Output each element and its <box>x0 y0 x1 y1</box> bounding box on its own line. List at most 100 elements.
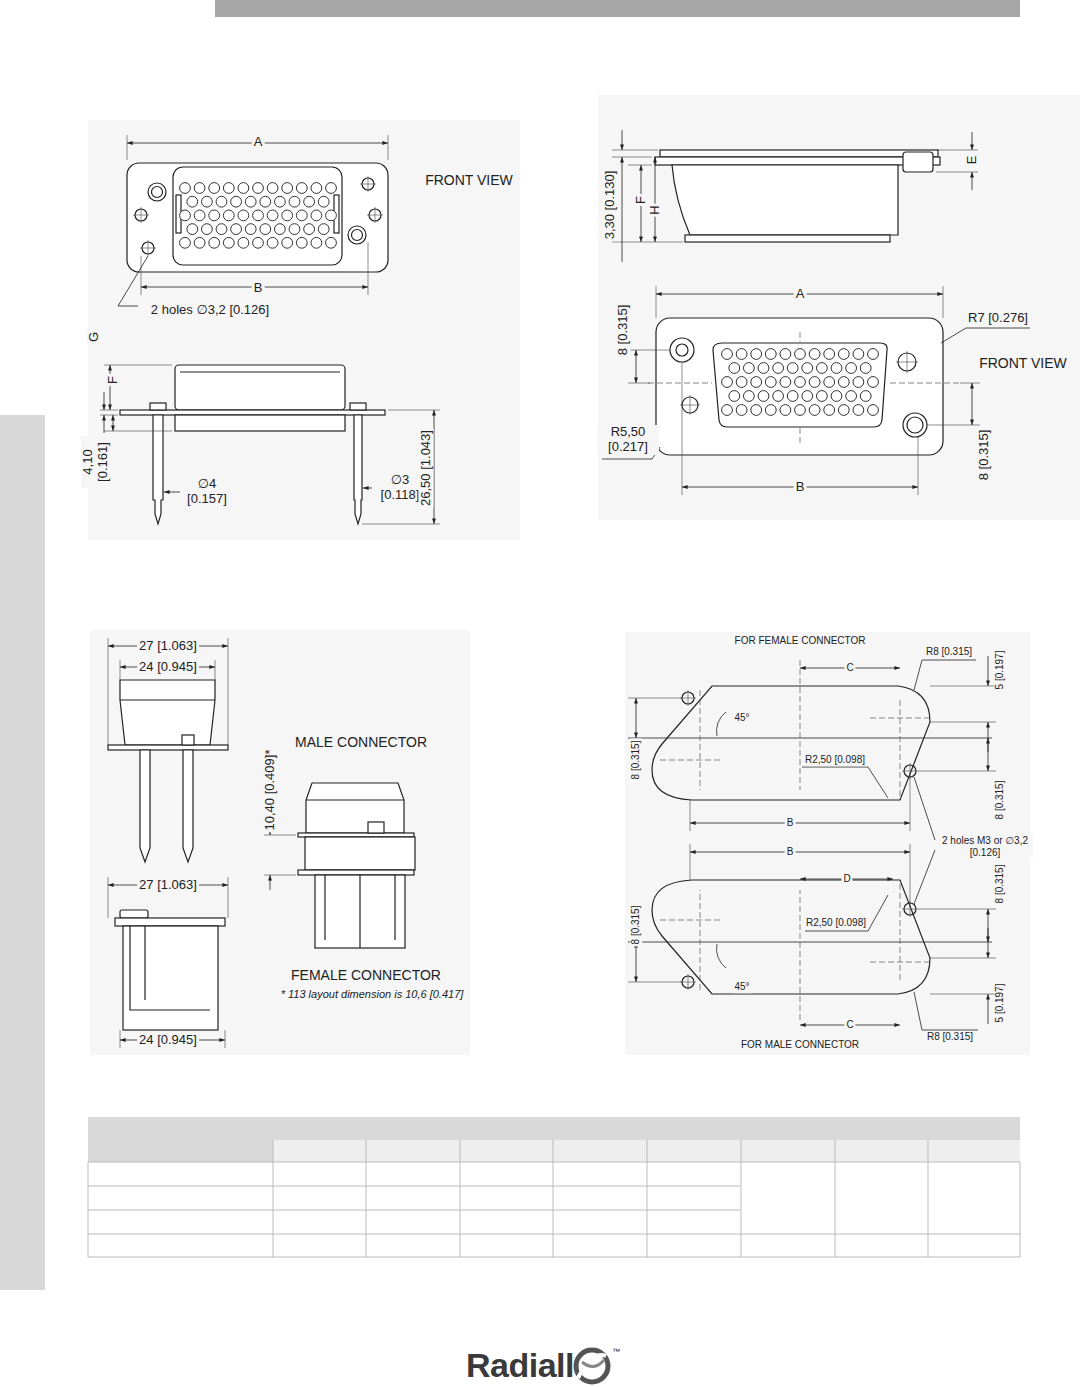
radius-callout: R8 [0.315] <box>925 1031 975 1043</box>
hole-callout: 2 holes M3 or ∅3,2 [0.126] <box>937 835 1033 858</box>
dimension-value: 8 [0.315] <box>616 303 631 358</box>
female-connector-side <box>123 926 218 1030</box>
dimension-line <box>113 415 114 431</box>
female-connector-side <box>115 910 225 1030</box>
view-title: FOR FEMALE CONNECTOR <box>733 635 868 647</box>
connector-front-view <box>680 395 700 415</box>
logo-mark <box>578 1355 606 1378</box>
mated-connector-view <box>368 822 384 833</box>
logo-mark <box>582 1360 604 1367</box>
connector-side-view <box>153 415 163 524</box>
dimension-line <box>918 909 996 910</box>
mated-connector-view <box>298 870 414 875</box>
dimension-value: 10,40 [0.409]* <box>263 748 278 833</box>
hole-callout: 2 holes ∅3,2 [0.126] <box>149 303 271 318</box>
dimension-value: 8 [0.315] <box>994 779 1006 822</box>
dimension-letter: F <box>634 194 649 206</box>
view-title: FRONT VIEW <box>977 355 1069 371</box>
dimension-line <box>988 994 989 1024</box>
figure-ground <box>88 120 520 540</box>
dimension-line <box>927 383 980 425</box>
connector-front-view <box>348 226 366 244</box>
dimension-line <box>930 958 996 994</box>
connector-front-view <box>187 224 329 235</box>
dimension-line <box>682 362 918 495</box>
connector-side-view <box>175 365 345 410</box>
connector-front-view <box>148 183 166 201</box>
dimension-line <box>656 286 943 318</box>
dimension-line <box>636 698 637 738</box>
connector-front-view <box>180 210 337 221</box>
connector-side-view <box>672 165 898 235</box>
dimension-letter: C <box>844 662 855 674</box>
dimension-line <box>988 656 989 686</box>
connector-front-view <box>180 237 337 248</box>
connector-front-view <box>896 351 918 373</box>
connector-front-view <box>648 332 960 444</box>
dimension-value: 3,30 [0.130] <box>603 169 618 242</box>
connector-front-view <box>903 413 927 437</box>
dimension-line <box>104 415 105 433</box>
angle-callout: 45° <box>732 981 751 993</box>
dimension-value: ∅4 [0.157] <box>180 477 234 507</box>
radius-callout: R5,50 [0.217] <box>597 425 659 455</box>
radius-callout: R7 [0.276] <box>966 311 1030 326</box>
male-connector-side <box>140 750 150 862</box>
dimension-letter: A <box>794 287 807 302</box>
male-connector-side <box>183 750 193 862</box>
dimension-value: 24 [0.945] <box>137 1033 199 1048</box>
dimension-line <box>622 157 623 262</box>
dimension-letter: F <box>106 374 121 386</box>
connector-front-view <box>670 338 694 362</box>
radius-callout: R2,50 [0.098] <box>803 754 867 766</box>
panel-cutout <box>628 738 992 739</box>
panel-cutout <box>652 880 930 994</box>
connector-front-view <box>729 391 871 402</box>
view-title: FOR MALE CONNECTOR <box>739 1039 861 1051</box>
dimension-line <box>100 365 172 431</box>
dimension-value: 26,50 [1.043] <box>419 428 434 508</box>
mated-connector-view <box>305 837 415 870</box>
dimension-line <box>690 844 910 903</box>
dimension-value: 8 [0.315] <box>630 904 642 947</box>
mated-connector-view <box>306 783 404 833</box>
dimension-line <box>972 132 973 150</box>
dimension-value: 5 [0.197] <box>994 649 1006 692</box>
male-connector-side <box>120 680 215 745</box>
logo-mark <box>576 1350 608 1382</box>
dimension-line <box>104 392 105 410</box>
dimension-letter: C <box>844 1019 855 1031</box>
dimension-letter: A <box>252 135 265 150</box>
panel-cutout <box>716 944 726 968</box>
dimension-line <box>930 686 996 722</box>
connector-front-view <box>152 187 163 198</box>
dimension-value: 8 [0.315] <box>630 739 642 782</box>
dimension-line <box>972 383 973 425</box>
dimension-value: 27 [1.063] <box>137 639 199 654</box>
connector-front-view <box>352 230 363 241</box>
dimension-line <box>118 135 388 306</box>
dimension-line <box>914 660 976 690</box>
panel-cutout <box>680 974 696 990</box>
connector-front-view <box>360 176 376 192</box>
dimension-letter: H <box>648 203 663 216</box>
dimension-line <box>110 365 111 410</box>
dimension-value: 8 [0.315] <box>977 428 992 483</box>
dimension-value: 27 [1.063] <box>137 878 199 893</box>
connector-side-view <box>120 410 385 415</box>
dimension-line <box>690 777 910 831</box>
dimension-letter: B <box>252 281 265 296</box>
dimension-line <box>972 172 973 190</box>
dimension-line <box>612 130 978 262</box>
dimension-line <box>602 286 1030 495</box>
panel-cutout <box>660 880 930 1020</box>
connector-front-view <box>729 363 871 374</box>
dimension-value: 4,10 [0.161] <box>81 436 111 488</box>
female-connector-side <box>130 926 210 1010</box>
panel-cutout <box>652 686 930 800</box>
connector-front-view <box>722 349 879 360</box>
dimension-letter: E <box>965 154 980 167</box>
dimension-line <box>141 242 368 295</box>
dimension-line <box>802 767 888 798</box>
connector-front-view <box>127 163 388 272</box>
